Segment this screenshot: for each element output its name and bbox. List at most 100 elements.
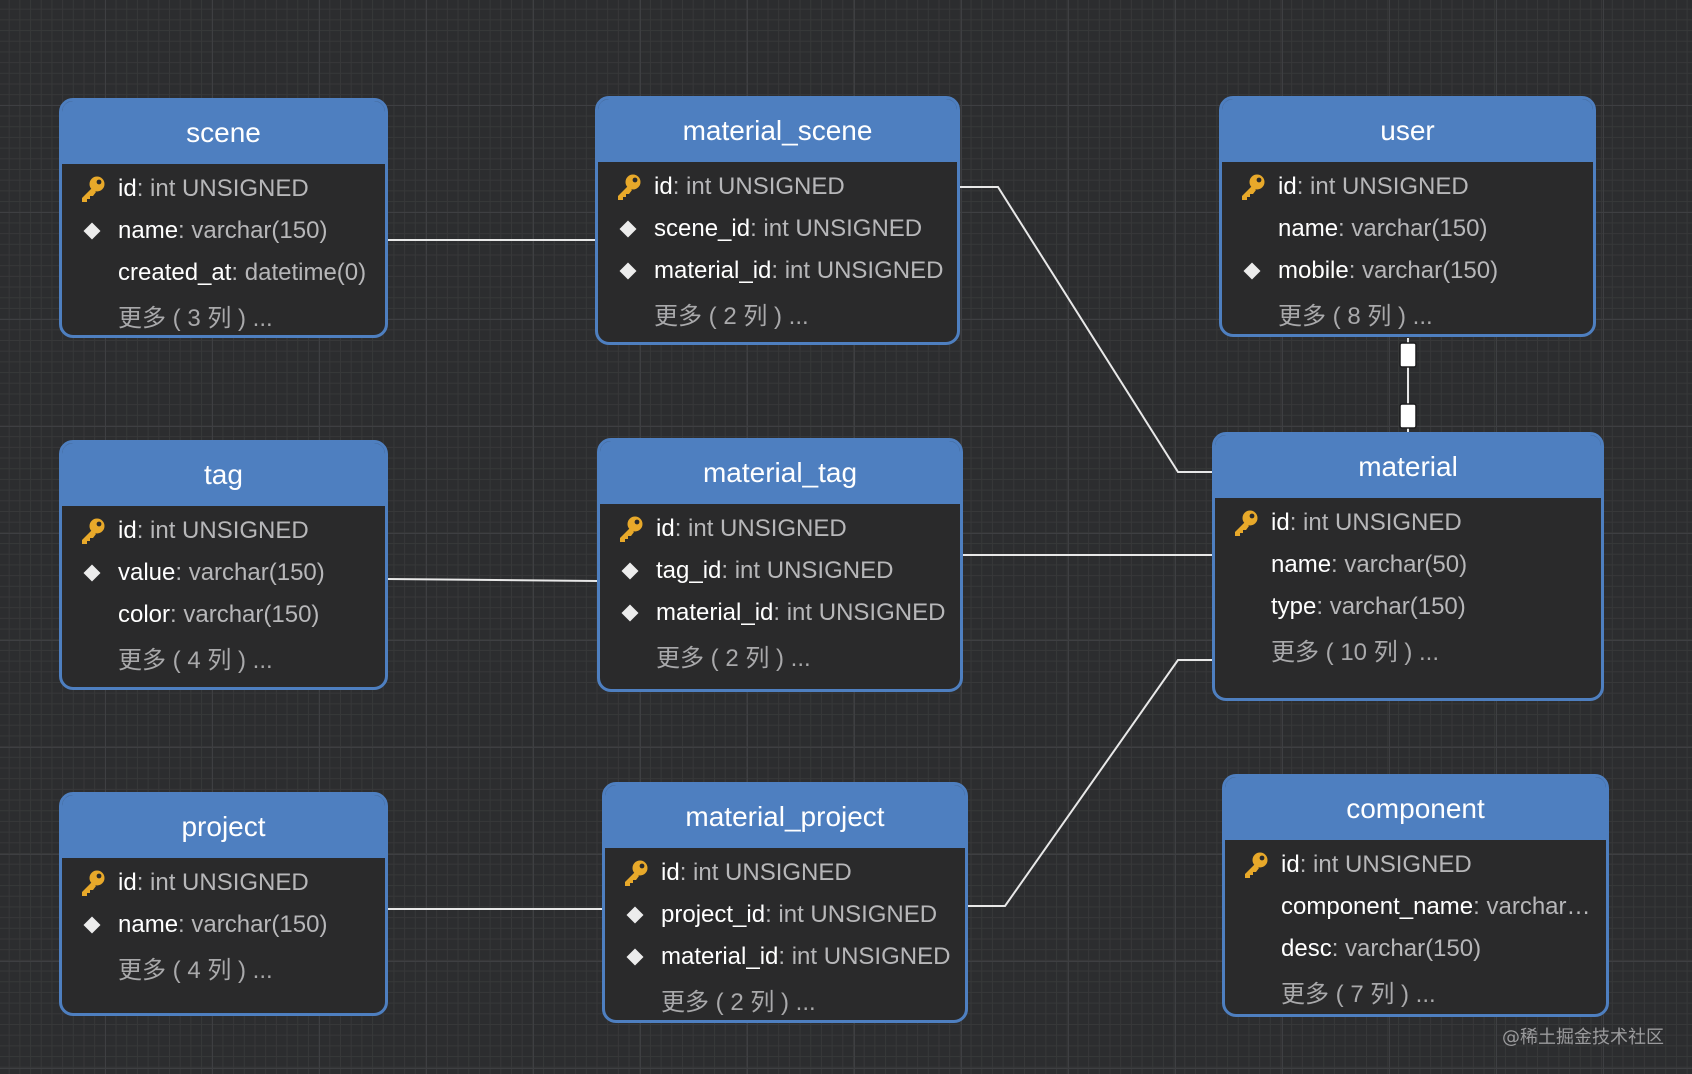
entity-material-scene[interactable]: material_scene id: int UNSIGNED scene_id… <box>595 96 960 345</box>
column-row[interactable]: id: int UNSIGNED <box>62 168 385 210</box>
column-name: material_id <box>661 943 779 970</box>
column-name: id <box>654 173 673 200</box>
column-name: id <box>656 515 675 542</box>
more-columns-link[interactable]: 更多 ( 8 列 ) ... <box>1222 292 1593 334</box>
column-type: : int UNSIGNED <box>1289 509 1462 536</box>
column-type: : int UNSIGNED <box>674 515 847 542</box>
key-icon <box>1245 852 1268 878</box>
column-name: value <box>118 559 176 586</box>
entity-header-material-tag[interactable]: material_tag <box>600 441 960 504</box>
entity-component[interactable]: component id: int UNSIGNED component_nam… <box>1222 774 1609 1017</box>
column-row[interactable]: material_id: int UNSIGNED <box>600 592 960 634</box>
column-row[interactable]: name: varchar(150) <box>62 210 385 252</box>
foreign-key-icon <box>83 564 101 582</box>
entity-material[interactable]: material id: int UNSIGNED name: varchar(… <box>1212 432 1604 701</box>
foreign-key-icon <box>619 262 637 280</box>
column-row[interactable]: name: varchar(150) <box>62 904 385 946</box>
key-icon <box>620 516 643 542</box>
column-name: color <box>118 601 171 628</box>
watermark: @稀土掘金技术社区 <box>1502 1027 1664 1048</box>
entity-header-material-scene[interactable]: material_scene <box>598 99 957 162</box>
column-name: name <box>118 911 179 938</box>
column-name: name <box>1278 215 1339 242</box>
more-columns-link[interactable]: 更多 ( 4 列 ) ... <box>62 946 385 988</box>
more-columns-link[interactable]: 更多 ( 3 列 ) ... <box>62 294 385 335</box>
column-row[interactable]: mobile: varchar(150) <box>1222 250 1593 292</box>
entity-header-project[interactable]: project <box>62 795 385 858</box>
column-row[interactable]: id: int UNSIGNED <box>1215 502 1601 544</box>
column-type: : int UNSIGNED <box>1299 851 1472 878</box>
column-row[interactable]: id: int UNSIGNED <box>1222 166 1593 208</box>
foreign-key-icon <box>626 906 644 924</box>
key-icon <box>82 870 105 896</box>
column-name: id <box>1281 851 1300 878</box>
column-name: id <box>118 869 137 896</box>
entity-scene[interactable]: scene id: int UNSIGNED name: varchar(150… <box>59 98 388 338</box>
column-name: id <box>1271 509 1290 536</box>
more-columns-label: 更多 ( 2 列 ) ... <box>661 988 816 1016</box>
column-name: material_id <box>656 599 774 626</box>
column-name: id <box>661 859 680 886</box>
column-name: id <box>118 517 137 544</box>
key-icon <box>1235 510 1258 536</box>
column-row[interactable]: material_id: int UNSIGNED <box>598 250 957 292</box>
column-row[interactable]: id: int UNSIGNED <box>1225 844 1606 886</box>
entity-header-component[interactable]: component <box>1225 777 1606 840</box>
column-row[interactable]: id: int UNSIGNED <box>62 862 385 904</box>
entity-project[interactable]: project id: int UNSIGNED name: varchar(1… <box>59 792 388 1016</box>
column-row[interactable]: type: varchar(150) <box>1215 586 1601 628</box>
column-name: created_at <box>118 259 232 286</box>
column-type: : int UNSIGNED <box>136 175 309 202</box>
column-row[interactable]: component_name: varchar… <box>1225 886 1606 928</box>
more-columns-link[interactable]: 更多 ( 10 列 ) ... <box>1215 628 1601 670</box>
key-icon <box>82 176 105 202</box>
more-columns-link[interactable]: 更多 ( 7 列 ) ... <box>1225 970 1606 1012</box>
column-row[interactable]: created_at: datetime(0) <box>62 252 385 294</box>
more-columns-link[interactable]: 更多 ( 4 列 ) ... <box>62 636 385 678</box>
column-type: : int UNSIGNED <box>136 517 309 544</box>
column-row[interactable]: tag_id: int UNSIGNED <box>600 550 960 592</box>
column-row[interactable]: id: int UNSIGNED <box>598 166 957 208</box>
entity-header-tag[interactable]: tag <box>62 443 385 506</box>
column-type: : int UNSIGNED <box>773 599 946 626</box>
column-row[interactable]: scene_id: int UNSIGNED <box>598 208 957 250</box>
entity-user[interactable]: user id: int UNSIGNED name: varchar(150)… <box>1219 96 1596 337</box>
entity-material-tag[interactable]: material_tag id: int UNSIGNED tag_id: in… <box>597 438 963 692</box>
column-row[interactable]: name: varchar(150) <box>1222 208 1593 250</box>
column-row[interactable]: color: varchar(150) <box>62 594 385 636</box>
foreign-key-icon <box>621 604 639 622</box>
column-name: component_name <box>1281 893 1474 920</box>
column-row[interactable]: id: int UNSIGNED <box>605 852 965 894</box>
column-name: type <box>1271 593 1317 620</box>
more-columns-link[interactable]: 更多 ( 2 列 ) ... <box>600 634 960 676</box>
entity-header-scene[interactable]: scene <box>62 101 385 164</box>
entity-header-user[interactable]: user <box>1222 99 1593 162</box>
link-tag-material-tag <box>386 578 599 582</box>
cardinality-marker-material-side <box>1399 403 1417 429</box>
column-row[interactable]: name: varchar(50) <box>1215 544 1601 586</box>
column-type: : varchar(150) <box>1331 935 1482 962</box>
column-row[interactable]: project_id: int UNSIGNED <box>605 894 965 936</box>
key-icon <box>625 860 648 886</box>
column-type: : varchar(150) <box>1348 257 1499 284</box>
column-row[interactable]: id: int UNSIGNED <box>600 508 960 550</box>
column-type: : int UNSIGNED <box>778 943 951 970</box>
more-columns-label: 更多 ( 2 列 ) ... <box>654 302 809 330</box>
column-type: : varchar(150) <box>178 217 328 244</box>
foreign-key-icon <box>83 222 101 240</box>
foreign-key-icon <box>619 220 637 238</box>
more-columns-link[interactable]: 更多 ( 2 列 ) ... <box>605 978 965 1020</box>
more-columns-link[interactable]: 更多 ( 2 列 ) ... <box>598 292 957 334</box>
column-row[interactable]: material_id: int UNSIGNED <box>605 936 965 978</box>
more-columns-label: 更多 ( 3 列 ) ... <box>118 304 273 332</box>
column-row[interactable]: value: varchar(150) <box>62 552 385 594</box>
column-row[interactable]: id: int UNSIGNED <box>62 510 385 552</box>
entity-material-project[interactable]: material_project id: int UNSIGNED projec… <box>602 782 968 1023</box>
entity-tag[interactable]: tag id: int UNSIGNED value: varchar(150)… <box>59 440 388 690</box>
entity-header-material-project[interactable]: material_project <box>605 785 965 848</box>
column-type: : varchar… <box>1473 893 1591 920</box>
column-type: : int UNSIGNED <box>750 215 923 242</box>
entity-header-material[interactable]: material <box>1215 435 1601 498</box>
column-row[interactable]: desc: varchar(150) <box>1225 928 1606 970</box>
column-type: : int UNSIGNED <box>1296 173 1469 200</box>
